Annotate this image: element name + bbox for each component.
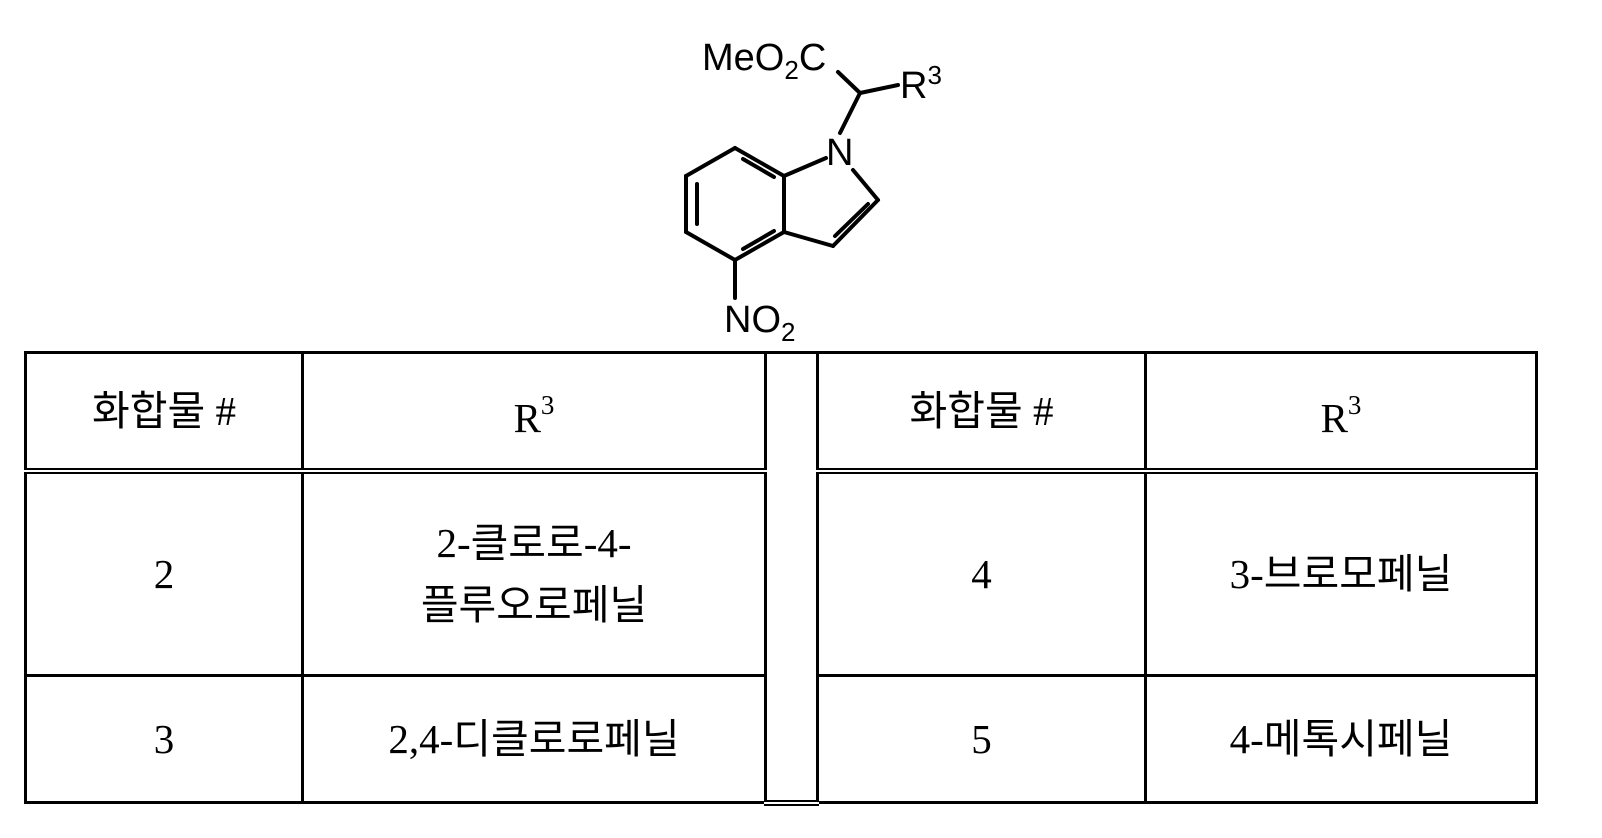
ester-label: MeO2C: [702, 37, 826, 85]
r3-substituent-cell: 2,4-디클로로페닐: [303, 676, 766, 803]
header-compound-left: 화합물 #: [26, 353, 303, 472]
indole-structure-diagram: MeO2C R3 N NO2: [680, 20, 1000, 355]
table-header-row: 화합물 # R3 화합물 # R3: [26, 353, 1537, 472]
nitro-label: NO2: [724, 299, 795, 347]
compound-id-cell: 3: [26, 676, 303, 803]
compound-table: 화합물 # R3 화합물 # R3 2 2-클로로-4-플루오로페닐 4 3-브…: [24, 351, 1538, 806]
r3-substituent-cell: 3-브로모페닐: [1146, 471, 1537, 676]
compound-id-cell: 2: [26, 471, 303, 676]
r3-substituent-cell: 4-메톡시페닐: [1146, 676, 1537, 803]
indole-nitrogen-label: N: [826, 132, 853, 174]
header-compound-right: 화합물 #: [818, 353, 1146, 472]
table-gap-column: [766, 353, 818, 803]
compound-id-cell: 5: [818, 676, 1146, 803]
header-r3-right: R3: [1146, 353, 1537, 472]
r3-label: R3: [900, 60, 942, 107]
r3-substituent-cell: 2-클로로-4-플루오로페닐: [303, 471, 766, 676]
compound-id-cell: 4: [818, 471, 1146, 676]
header-r3-left: R3: [303, 353, 766, 472]
indole-bonds: [686, 72, 898, 298]
